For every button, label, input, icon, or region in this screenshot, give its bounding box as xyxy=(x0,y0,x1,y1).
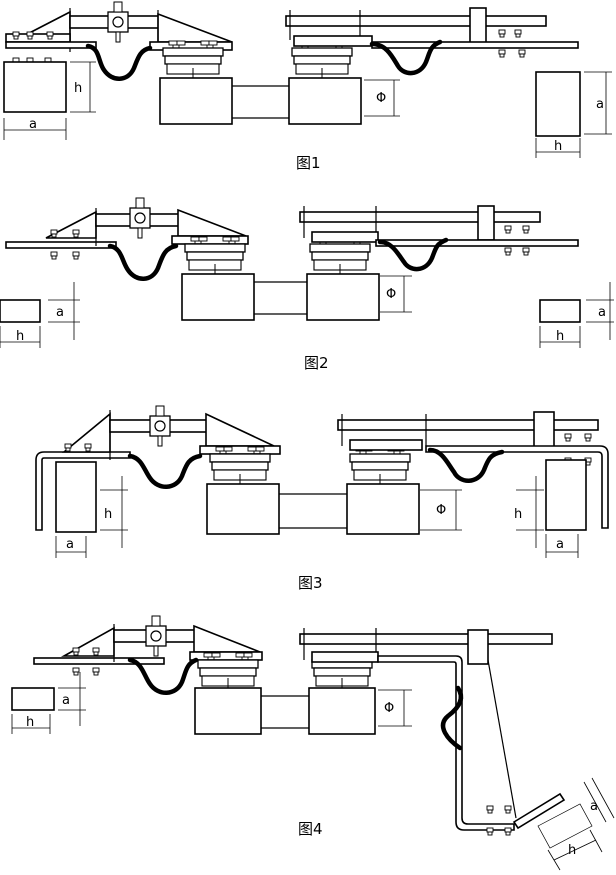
fig3-dim-a-right: a xyxy=(556,537,564,552)
figure-2: h a Φ a h xyxy=(0,197,614,348)
fig2-dim-phi: Φ xyxy=(386,287,396,302)
fig4-dim-phi: Φ xyxy=(384,701,394,716)
fig3-dim-h-right: h xyxy=(514,507,522,522)
fig1-dim-h-left: h xyxy=(74,81,82,96)
fig4-dim-h-left: h xyxy=(26,715,34,730)
fig3-dim-h-left: h xyxy=(104,507,112,522)
fig3-dim-phi: Φ xyxy=(436,503,446,518)
figure-3: h a Φ h a xyxy=(35,405,609,558)
fig4-dim-a-left: a xyxy=(62,693,70,708)
figure-1: a h Φ a h xyxy=(3,1,612,158)
figure-4: a h Φ a h xyxy=(11,615,615,871)
figure-3-caption: 图3 xyxy=(298,574,323,592)
fig2-dim-a-right: a xyxy=(598,305,606,320)
fig1-dim-a-right: a xyxy=(596,97,604,112)
fig2-dim-h-left: h xyxy=(16,329,24,344)
fig1-dim-phi: Φ xyxy=(376,91,386,106)
figure-2-caption: 图2 xyxy=(304,354,329,372)
fig4-dim-h-right: h xyxy=(568,843,576,858)
fig3-dim-a-left: a xyxy=(66,537,74,552)
figure-1-caption: 图1 xyxy=(296,154,321,172)
fig4-dim-a-right: a xyxy=(590,799,598,814)
figure-4-caption: 图4 xyxy=(298,820,323,838)
fig2-dim-a-left: a xyxy=(56,305,64,320)
fig1-dim-h-right: h xyxy=(554,139,562,154)
fig1-dim-a-left: a xyxy=(29,117,37,132)
fig2-dim-h-right: h xyxy=(556,329,564,344)
